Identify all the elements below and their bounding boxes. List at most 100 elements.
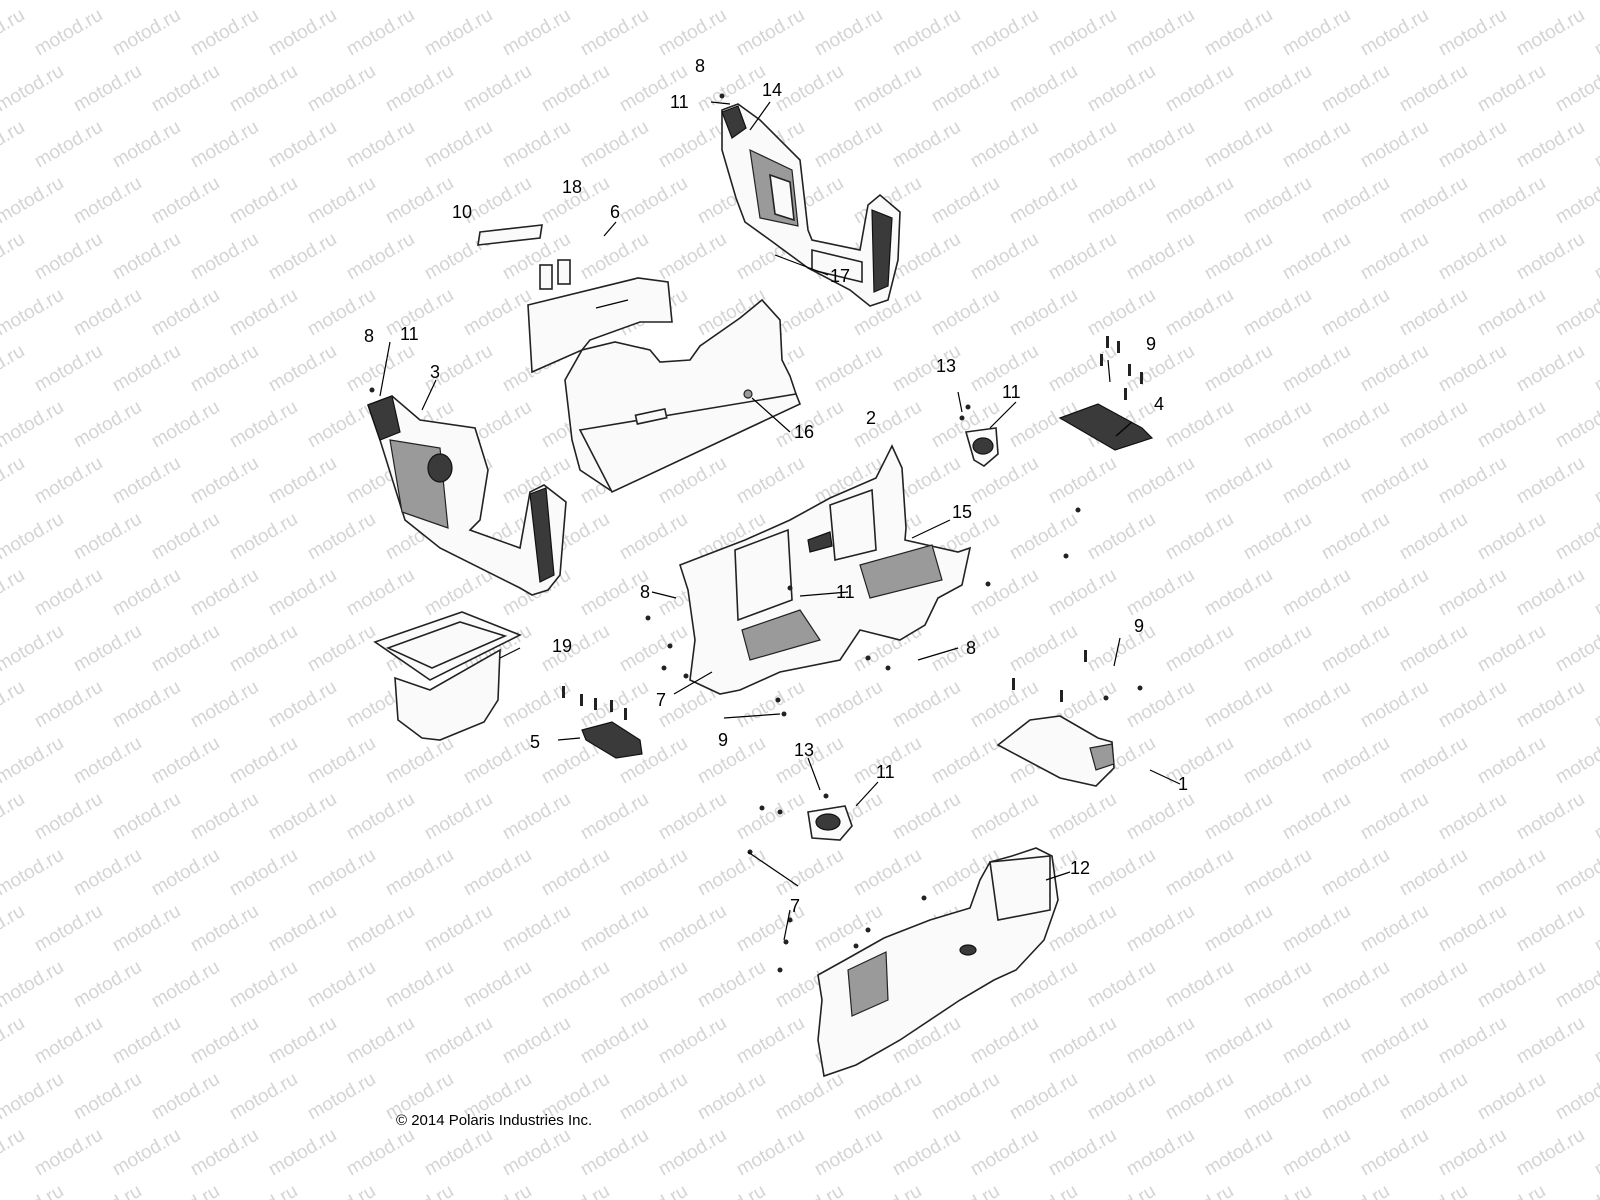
watermark-text: motod.ru [1006, 509, 1081, 565]
watermark-text: motod.ru [1162, 733, 1237, 789]
watermark-text: motod.ru [382, 285, 457, 341]
callout-11: 11 [836, 582, 855, 602]
watermark-text: motod.ru [850, 1069, 925, 1125]
callout-5: 5 [530, 732, 540, 752]
watermark-text: motod.ru [265, 229, 340, 285]
watermark-text: motod.ru [0, 957, 67, 1013]
watermark-text: motod.ru [1006, 173, 1081, 229]
watermark-text: motod.ru [1513, 229, 1588, 285]
watermark-text: motod.ru [304, 0, 379, 4]
watermark-text: motod.ru [1357, 117, 1432, 173]
watermark-text: motod.ru [499, 117, 574, 173]
copyright-notice: © 2014 Polaris Industries Inc. [396, 1112, 593, 1129]
watermark-text: motod.ru [1318, 61, 1393, 117]
watermark-text: motod.ru [1435, 565, 1510, 621]
watermark-text: motod.ru [109, 341, 184, 397]
callout-15: 15 [952, 502, 972, 522]
watermark-text: motod.ru [1162, 173, 1237, 229]
watermark-text: motod.ru [1279, 5, 1354, 61]
watermark-text: motod.ru [304, 61, 379, 117]
watermark-text: motod.ru [1474, 621, 1549, 677]
watermark-text: motod.ru [1162, 957, 1237, 1013]
watermark-text: motod.ru [1396, 509, 1471, 565]
watermark-text: motod.ru [1474, 733, 1549, 789]
watermark-text: motod.ru [421, 1125, 496, 1181]
watermark-text: motod.ru [1162, 61, 1237, 117]
watermark-text: motod.ru [0, 0, 67, 4]
callout-2: 2 [866, 408, 876, 428]
watermark-text: motod.ru [382, 173, 457, 229]
watermark-text: motod.ru [616, 621, 691, 677]
watermark-text: motod.ru [1513, 565, 1588, 621]
watermark-text: motod.ru [0, 509, 67, 565]
watermark-text: motod.ru [1435, 5, 1510, 61]
watermark-text: motod.ru [1123, 901, 1198, 957]
watermark-text: motod.ru [187, 677, 262, 733]
watermark-text: motod.ru [1240, 173, 1315, 229]
watermark-text: motod.ru [460, 1181, 535, 1200]
watermark-text: motod.ru [382, 1181, 457, 1200]
watermark-text: motod.ru [343, 789, 418, 845]
watermark-text: motod.ru [1084, 285, 1159, 341]
watermark-text: motod.ru [187, 1125, 262, 1181]
watermark-text: motod.ru [1318, 1181, 1393, 1200]
watermark-text: motod.ru [850, 61, 925, 117]
watermark-text: motod.ru [1084, 845, 1159, 901]
watermark-text: motod.ru [577, 117, 652, 173]
watermark-text: motod.ru [70, 621, 145, 677]
part-19-storage-bin [373, 611, 522, 741]
watermark-text: motod.ru [1240, 1181, 1315, 1200]
watermark-text: motod.ru [772, 845, 847, 901]
watermark-text: motod.ru [1084, 0, 1159, 4]
watermark-text: motod.ru [304, 621, 379, 677]
watermark-text: motod.ru [265, 677, 340, 733]
watermark-text: motod.ru [655, 1125, 730, 1181]
watermark-text: motod.ru [109, 789, 184, 845]
watermark-text: motod.ru [1357, 1125, 1432, 1181]
watermark-text: motod.ru [694, 1069, 769, 1125]
watermark-text: motod.ru [1591, 5, 1600, 61]
watermark-text: motod.ru [928, 0, 1003, 4]
watermark-text: motod.ru [1396, 621, 1471, 677]
watermark-text: motod.ru [1474, 509, 1549, 565]
watermark-text: motod.ru [148, 1181, 223, 1200]
watermark-text: motod.ru [421, 1013, 496, 1069]
watermark-text: motod.ru [655, 229, 730, 285]
watermark-text: motod.ru [616, 845, 691, 901]
watermark-text: motod.ru [31, 789, 106, 845]
part-11-cup-holder-lower [807, 805, 853, 841]
watermark-text: motod.ru [226, 845, 301, 901]
watermark-text: motod.ru [31, 677, 106, 733]
watermark-text: motod.ru [421, 565, 496, 621]
watermark-text: motod.ru [1045, 229, 1120, 285]
watermark-text: motod.ru [382, 845, 457, 901]
watermark-text: motod.ru [226, 957, 301, 1013]
watermark-text: motod.ru [226, 1181, 301, 1200]
watermark-text: motod.ru [967, 5, 1042, 61]
watermark-text: motod.ru [1591, 1125, 1600, 1181]
watermark-text: motod.ru [1084, 957, 1159, 1013]
watermark-text: motod.ru [1318, 733, 1393, 789]
watermark-text: motod.ru [0, 901, 28, 957]
watermark-text: motod.ru [1201, 565, 1276, 621]
watermark-text: motod.ru [109, 565, 184, 621]
watermark-text: motod.ru [1396, 285, 1471, 341]
part-4-bracket [1058, 403, 1154, 451]
watermark-text: motod.ru [1045, 1125, 1120, 1181]
part-2-main-cab-floor [679, 444, 972, 695]
watermark-text: motod.ru [187, 1013, 262, 1069]
watermark-text: motod.ru [1357, 341, 1432, 397]
watermark-text: motod.ru [0, 5, 28, 61]
callout-11: 11 [1002, 382, 1021, 402]
watermark-text: motod.ru [31, 1013, 106, 1069]
watermark-text: motod.ru [148, 285, 223, 341]
callout-7: 7 [656, 690, 666, 710]
watermark-text: motod.ru [1474, 1069, 1549, 1125]
watermark-text: motod.ru [1279, 789, 1354, 845]
watermark-text: motod.ru [0, 117, 28, 173]
watermark-text: motod.ru [304, 173, 379, 229]
watermark-text: motod.ru [928, 285, 1003, 341]
watermark-text: motod.ru [148, 845, 223, 901]
watermark-text: motod.ru [1084, 173, 1159, 229]
watermark-text: motod.ru [1123, 341, 1198, 397]
